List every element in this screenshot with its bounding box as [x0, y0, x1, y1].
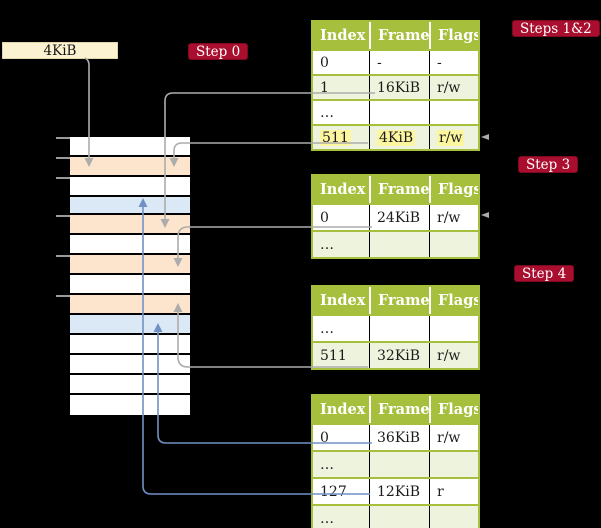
table-row: … [313, 230, 478, 257]
column-header-frame: Frame [369, 287, 429, 314]
memory-slot-page-table [70, 157, 190, 177]
memory-slot-mapped-frame [70, 197, 190, 215]
column-header-frame: Frame [369, 396, 429, 423]
table-cell: 0 [320, 209, 329, 226]
table-row: … [313, 314, 478, 341]
memory-slot-page-table [70, 215, 190, 235]
table-cell [429, 101, 478, 124]
badge-step-0: Step 0 [188, 43, 249, 60]
table-cell: 16KiB [369, 76, 429, 99]
address-tick [56, 255, 70, 257]
table-cell: r/w [429, 76, 478, 99]
memory-slot-page-table [70, 255, 190, 275]
table-cell: 4KiB [369, 126, 429, 149]
address-tick [56, 177, 70, 179]
arrow-stub-table2-row0 [481, 212, 489, 218]
column-header-index: Index [320, 181, 366, 198]
column-header-index: Index [320, 292, 366, 309]
memory-slot-mapped-frame [70, 315, 190, 335]
table-cell: 12KiB [369, 479, 429, 504]
table-cell: 36KiB [369, 425, 429, 450]
memory-slot-empty [70, 335, 190, 355]
table-cell: r/w [429, 126, 478, 149]
address-tick [56, 157, 70, 159]
table-row: … [313, 504, 478, 528]
column-header-flags: Flags [429, 287, 478, 314]
memory-slot-empty [70, 137, 190, 157]
arrow-stub-table1-row511 [481, 134, 489, 140]
table-row: 0 -- [313, 49, 478, 74]
table-cell: … [320, 236, 334, 253]
table-row: … [313, 99, 478, 124]
table-cell: 0 [320, 429, 329, 446]
table-cell: r/w [429, 425, 478, 450]
table-cell: 24KiB [369, 205, 429, 230]
memory-slot-empty [70, 395, 190, 417]
badge-step-3: Step 3 [518, 156, 579, 173]
address-tick [56, 295, 70, 297]
table-cell: 0 [320, 54, 329, 71]
badge-step-4: Step 4 [514, 265, 575, 282]
address-tick [56, 137, 70, 139]
table-cell [429, 316, 478, 341]
badge-steps-1-2: Steps 1&2 [512, 20, 600, 37]
table-cell: r [429, 479, 478, 504]
table-cell [369, 452, 429, 477]
table-cell: - [429, 51, 478, 74]
memory-slot-empty [70, 375, 190, 395]
root-table-address-box: 4KiB [2, 42, 118, 59]
memory-slot-page-table [70, 295, 190, 315]
column-header-frame: Frame [369, 176, 429, 203]
table-cell: … [320, 104, 334, 121]
memory-slot-empty [70, 235, 190, 255]
table-cell: - [369, 51, 429, 74]
table-cell [369, 506, 429, 528]
table-cell: 511 [320, 129, 351, 146]
table-cell [429, 452, 478, 477]
table-cell [369, 232, 429, 257]
column-header-index: Index [320, 401, 366, 418]
column-header-flags: Flags [429, 22, 478, 49]
memory-slot-empty [70, 355, 190, 375]
table-cell: … [320, 320, 334, 337]
column-header-frame: Frame [369, 22, 429, 49]
table-cell [429, 506, 478, 528]
table-cell: r/w [429, 205, 478, 230]
column-header-flags: Flags [429, 396, 478, 423]
table-cell: … [320, 510, 334, 527]
table-cell [429, 232, 478, 257]
column-header-index: Index [320, 27, 366, 44]
table-cell: 32KiB [369, 343, 429, 368]
memory-slot-empty [70, 177, 190, 197]
root-table-address-label: 4KiB [43, 42, 77, 59]
table-row: … [313, 450, 478, 477]
table-cell: 1 [320, 79, 329, 96]
table-cell: 511 [320, 347, 347, 364]
memory-slot-empty [70, 275, 190, 295]
address-tick [56, 215, 70, 217]
table-cell: … [320, 456, 334, 473]
table-cell: r/w [429, 343, 478, 368]
table-cell: 127 [320, 483, 347, 500]
table-cell [369, 316, 429, 341]
column-header-flags: Flags [429, 176, 478, 203]
table-cell [369, 101, 429, 124]
